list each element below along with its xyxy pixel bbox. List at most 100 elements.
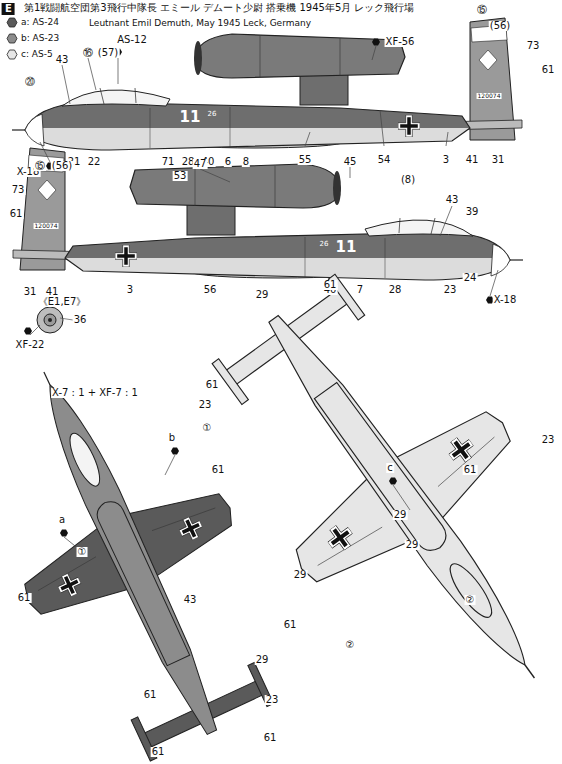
leader-line-part [380, 110, 384, 146]
callout-number: 43 [445, 195, 460, 205]
callout-number: 6 [224, 157, 232, 167]
callout-number: 43 [183, 595, 198, 605]
callout-number: 47 [193, 159, 208, 169]
leader-line-part [393, 485, 410, 510]
callout-number: 73 [11, 185, 26, 195]
callout-number: (56) [489, 21, 512, 31]
callout-number: 71 [161, 157, 176, 167]
callout-number: 41 [465, 155, 480, 165]
leader-line-part [118, 56, 119, 84]
callout-number: 61 [9, 209, 24, 219]
color-marker-part [171, 448, 179, 455]
callout-number: ⑮ [34, 161, 46, 171]
callout-number: ⑯ [82, 48, 94, 58]
callout-number: (8) [400, 175, 416, 185]
callout-number: 24 [463, 273, 478, 283]
color-swatch-shape [7, 18, 17, 27]
callout-number: 61 [151, 747, 166, 757]
color-swatch [6, 17, 18, 28]
aircraft-marking: 120074 [477, 93, 502, 99]
callout-number: ① [202, 423, 213, 433]
callout-number: 29 [393, 510, 408, 520]
aircraft-marking: 26 [319, 241, 330, 248]
callout-number: 7 [356, 285, 364, 295]
callout-number: 39 [465, 207, 480, 217]
callout-number: 31 [491, 155, 506, 165]
callout-number: X-7 : 1 + XF-7 : 1 [51, 388, 139, 398]
callout-number: 22 [87, 157, 102, 167]
leader-line-part [490, 270, 498, 296]
callout-number: a [58, 515, 66, 525]
wheel-part [60, 318, 73, 320]
callout-number: c [386, 463, 394, 473]
color-marker [24, 39, 494, 537]
color-swatch-shape [7, 34, 17, 43]
leader-line-part [440, 206, 452, 236]
callout-number: ① [77, 547, 88, 557]
side-view-left [12, 18, 522, 150]
bottom-view [173, 246, 562, 751]
wheel-part [37, 307, 63, 333]
aircraft-marking: 26 [207, 111, 218, 118]
callout-number: 3 [126, 285, 134, 295]
callout-number: 53 [173, 171, 188, 181]
callout-number: 54 [377, 155, 392, 165]
callout-number: 73 [526, 41, 541, 51]
callout-number: 43 [55, 55, 70, 65]
callout-number: 28 [388, 285, 403, 295]
callout-number: 61 [17, 593, 32, 603]
leader-line-part [200, 169, 230, 182]
callout-number: ⑮ [476, 5, 488, 15]
heading: 第1戦闘航空団第3飛行中隊長 エミール デムート少尉 搭乗機 1945年5月 レ… [22, 2, 416, 13]
color-marker-part [372, 39, 380, 46]
wheel-part [44, 314, 56, 326]
side-view-left-part [12, 18, 522, 150]
color-swatch-shape [7, 50, 17, 59]
legend-text: b: AS-23 [21, 34, 59, 43]
legend-row: a: AS-24 [4, 16, 61, 29]
color-swatch [6, 33, 18, 44]
callout-number: 41 [45, 287, 60, 297]
color-swatch [6, 49, 18, 60]
leader-line-part [350, 167, 351, 178]
aircraft-marking: 120074 [34, 223, 59, 229]
callout-number: AS-12 [116, 35, 148, 45]
leader-line [30, 46, 498, 550]
callout-number: 45 [343, 157, 358, 167]
leader-line-part [165, 455, 175, 475]
callout-number: 56 [203, 285, 218, 295]
callout-number: 23 [541, 435, 556, 445]
side-view-right [13, 148, 523, 280]
callout-number: XF-56 [385, 37, 416, 47]
wheel-part [48, 318, 52, 322]
wheel [37, 307, 73, 333]
callout-number: (56) [51, 161, 74, 171]
callout-number: XF-22 [15, 340, 46, 350]
callout-number: 61 [541, 65, 556, 75]
legend-row: c: AS-5 [4, 48, 55, 61]
bottom-view-part [173, 246, 562, 751]
callout-number: 61 [263, 733, 278, 743]
callout-number: 29 [255, 290, 270, 300]
callout-number: 61 [211, 465, 226, 475]
callout-number: b [168, 433, 176, 443]
leader-line-part [40, 142, 50, 162]
callout-number: 3 [442, 155, 450, 165]
callout-number: 8 [242, 157, 250, 167]
aircraft-marking: 11 [179, 110, 202, 125]
color-marker-part [24, 328, 32, 335]
callout-number: 《E1,E7》 [37, 297, 88, 307]
legend-text: a: AS-24 [21, 18, 59, 27]
callout-number: X-18 [493, 295, 518, 305]
callout-number: 61 [205, 380, 220, 390]
callout-number: 36 [73, 315, 88, 325]
top-view-part [0, 325, 313, 764]
top-view [0, 325, 313, 764]
leader-line-part [62, 65, 70, 104]
callout-number: 29 [405, 540, 420, 550]
callout-number: (57) [97, 48, 120, 58]
callout-number: 31 [23, 287, 38, 297]
legend-text: c: AS-5 [21, 50, 53, 59]
